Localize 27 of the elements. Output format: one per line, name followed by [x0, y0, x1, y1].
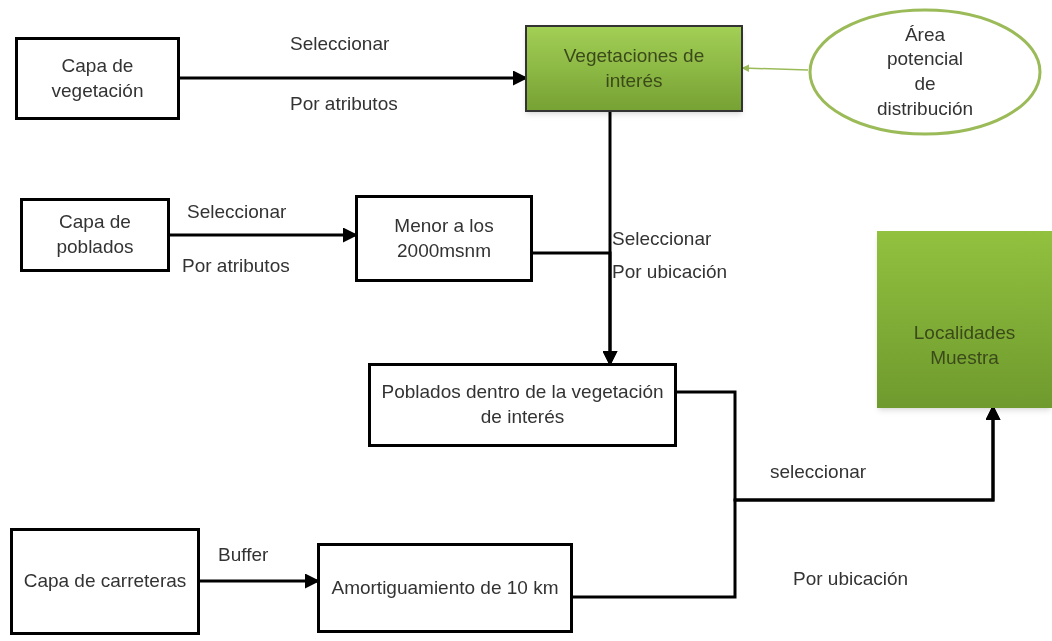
edge-label: Buffer — [218, 543, 269, 567]
process-box — [15, 37, 180, 120]
process-box — [10, 528, 200, 635]
annotation-text: Por ubicación — [793, 567, 909, 591]
node-text: Capa de vegetación — [50, 53, 145, 103]
process-box — [355, 195, 533, 282]
edge-label: Seleccionar — [290, 32, 390, 56]
annotation-text: Por atributos — [290, 92, 398, 116]
node-text: Localidades Muestra — [912, 321, 1017, 370]
node-text: Amortiguamiento de 10 km — [331, 575, 559, 600]
edge-label: Seleccionar — [187, 200, 287, 224]
process-box — [317, 543, 573, 633]
process-box — [368, 363, 677, 447]
process-box — [20, 198, 170, 272]
edge-label: seleccionar — [770, 460, 867, 484]
node-text: Área potencial de distribución — [876, 22, 974, 121]
annotation-text: Por ubicación — [612, 260, 728, 284]
annotation-text: Por atributos — [182, 254, 290, 278]
edge-label: Seleccionar — [612, 227, 712, 251]
node-text: Menor a los 2000msnm — [393, 213, 495, 263]
process-box — [525, 25, 743, 112]
node-text: Vegetaciones de interés — [562, 43, 706, 93]
node-text: Capa de carreteras — [23, 569, 187, 594]
node-text: Poblados dentro de la vegetación de interés — [380, 380, 665, 429]
process-box — [877, 231, 1052, 408]
ellipse-node — [808, 8, 1042, 136]
node-text: Capa de poblados — [55, 210, 135, 259]
